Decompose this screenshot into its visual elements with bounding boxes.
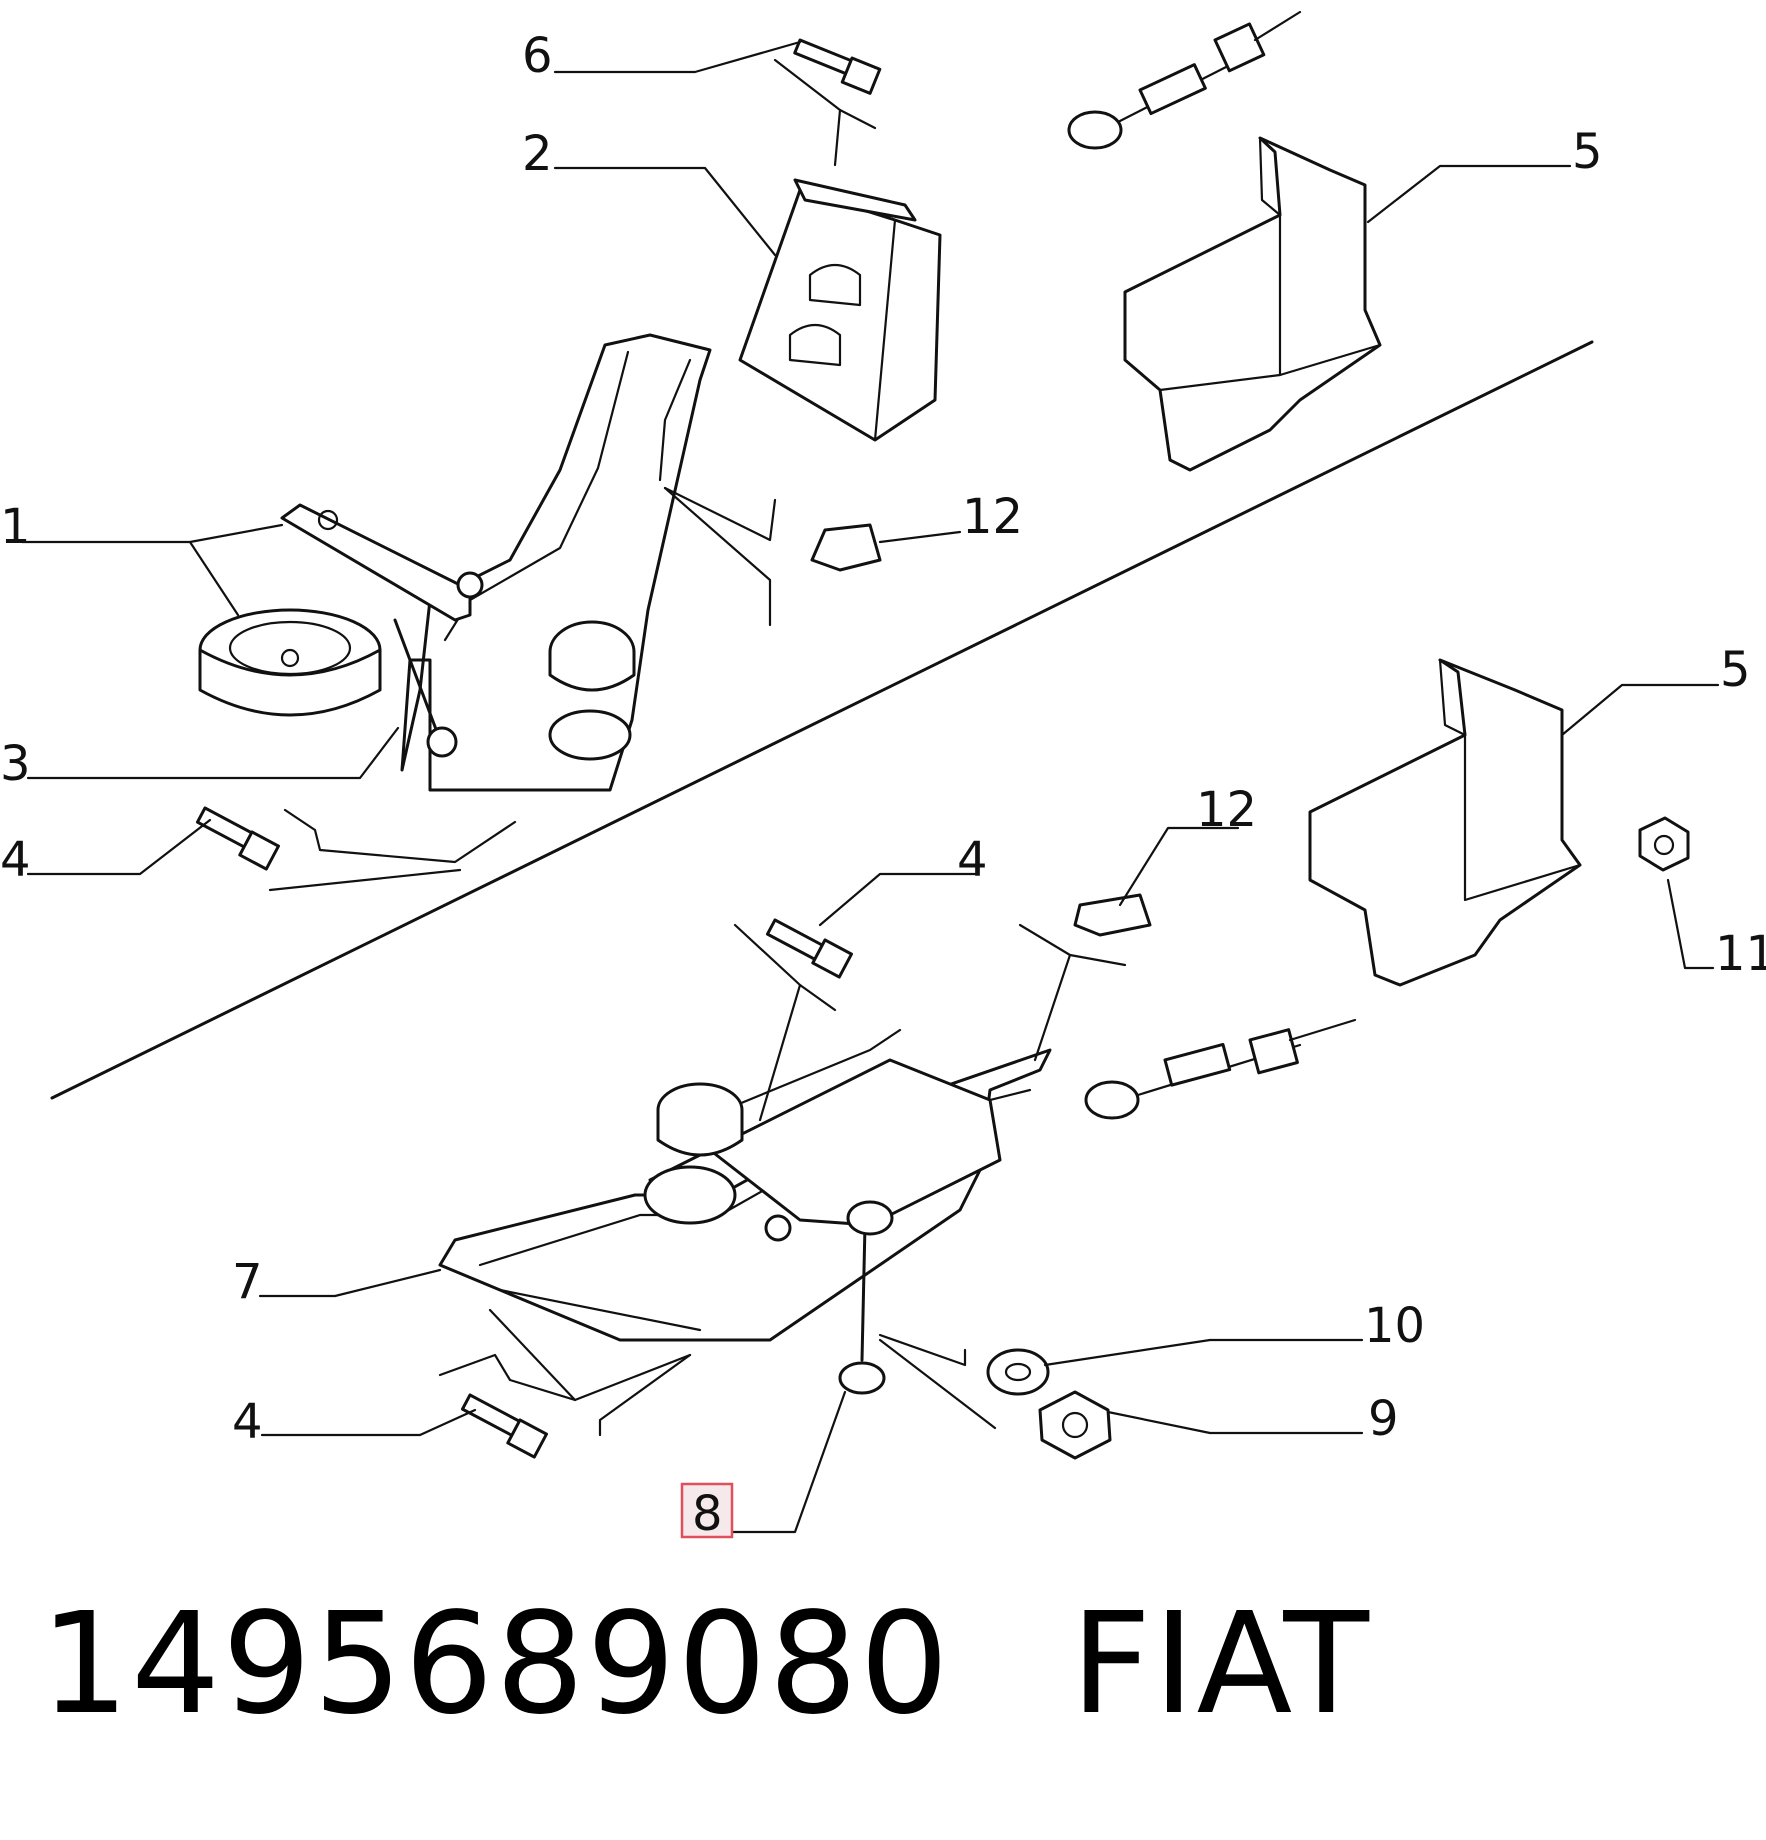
callout-10: 10 xyxy=(1364,1298,1425,1354)
callout-12: 12 xyxy=(962,489,1023,545)
callout-5: 5 xyxy=(1720,642,1751,698)
callout-12: 12 xyxy=(1196,782,1257,838)
cable-end-icon xyxy=(1084,1018,1357,1120)
callout-4: 4 xyxy=(232,1394,263,1450)
callout-2: 2 xyxy=(522,126,553,182)
nut-icon xyxy=(1638,816,1690,872)
brand-name: FIAT xyxy=(1070,1583,1371,1746)
callout-7: 7 xyxy=(232,1254,263,1310)
bolt-icon xyxy=(460,1393,548,1459)
callout-5: 5 xyxy=(1572,124,1603,180)
part-info-footer: 1495689080 FIAT xyxy=(40,1590,1371,1740)
callout-8: 8 xyxy=(692,1486,723,1542)
cable-end-icon xyxy=(1067,10,1302,150)
nut-icon xyxy=(1038,1390,1112,1460)
part-number: 1495689080 xyxy=(40,1583,951,1746)
upper-gear-lever-assembly xyxy=(195,10,1382,892)
callout-11: 11 xyxy=(1715,926,1766,982)
bolt-icon xyxy=(793,38,882,95)
bolt-icon xyxy=(195,806,280,871)
callout-9: 9 xyxy=(1368,1391,1399,1447)
callout-3: 3 xyxy=(0,736,31,792)
section-divider-line xyxy=(50,340,1594,1100)
callout-4: 4 xyxy=(957,832,988,888)
bolt-icon xyxy=(765,918,853,979)
lower-gear-lever-assembly xyxy=(438,658,1690,1460)
callout-6: 6 xyxy=(522,28,553,84)
selected-callout-highlight xyxy=(680,1482,734,1539)
callout-1: 1 xyxy=(0,499,31,555)
leader-lines xyxy=(20,40,1720,1534)
callout-4: 4 xyxy=(0,832,31,888)
washer-icon xyxy=(986,1348,1050,1396)
